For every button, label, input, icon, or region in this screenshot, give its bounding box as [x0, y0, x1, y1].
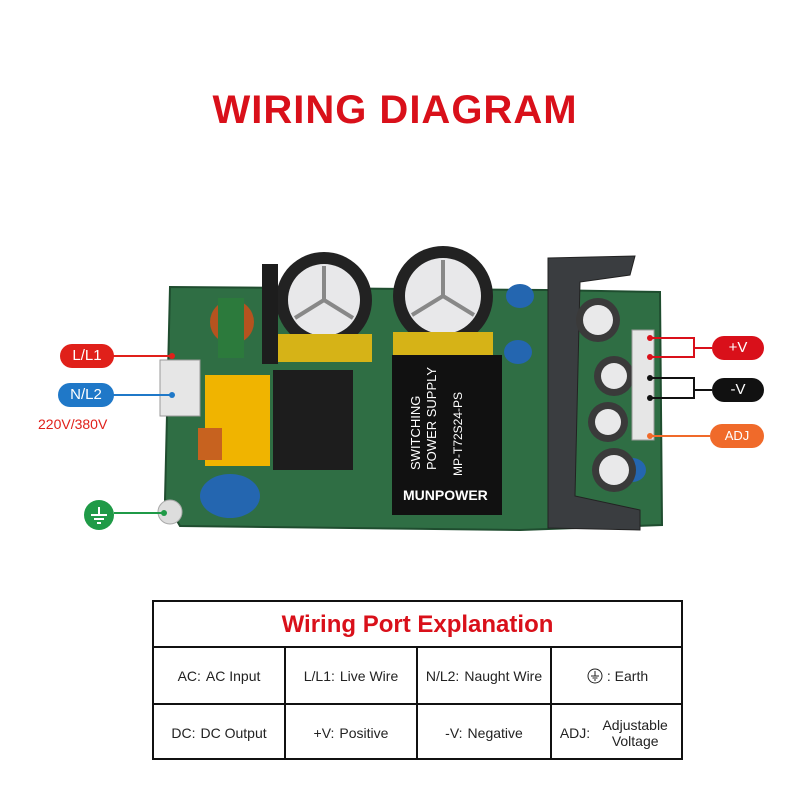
table-cell-earth: : Earth [552, 648, 683, 704]
x-capacitor-1 [205, 375, 270, 421]
port-explanation-table: Wiring Port Explanation AC: AC Input L/L… [152, 600, 683, 760]
table-cell-dc: DC: DC Output [171, 724, 267, 741]
input-voltage-label: 220V/380V [38, 416, 108, 432]
n2-label: N/L2 [58, 383, 114, 407]
table-cell-adj: ADJ: Adjustable Voltage [559, 716, 668, 749]
capacitor-band-1 [276, 334, 372, 362]
table-cell-n2: N/L2: Naught Wire [425, 668, 543, 684]
heatsink-right [547, 255, 641, 531]
table-cell-minus-v: -V: Negative [445, 724, 523, 741]
table-cell-ac: AC: AC Input [177, 668, 261, 684]
heatsink-small [273, 370, 353, 470]
table-cell-l1: L/L1: Live Wire [303, 668, 399, 684]
earth-ground-icon [84, 500, 114, 530]
earth-ground-icon [587, 668, 603, 684]
table-title: Wiring Port Explanation [154, 602, 681, 648]
capacitor-band-2 [393, 332, 493, 358]
table-cell-plus-v: +V: Positive [313, 724, 389, 741]
minus-v-label: -V [712, 378, 764, 402]
output-connector [631, 329, 655, 441]
board-print-brand: MUNPOWER [403, 487, 488, 503]
board-print-model: MP-T72S24-PS [451, 392, 465, 476]
y-capacitor [200, 474, 260, 518]
diagram-title: WIRING DIAGRAM [212, 88, 578, 132]
plus-v-label: +V [712, 336, 764, 360]
input-connector [159, 359, 201, 417]
power-supply-board: SWITCHING POWER SUPPLY MP-T72S24-PS MUNP… [112, 246, 712, 532]
board-print-line2: POWER SUPPLY [424, 367, 439, 470]
board-print-line1: SWITCHING [408, 396, 423, 470]
adj-label: ADJ [710, 424, 764, 448]
l1-label: L/L1 [60, 344, 114, 368]
